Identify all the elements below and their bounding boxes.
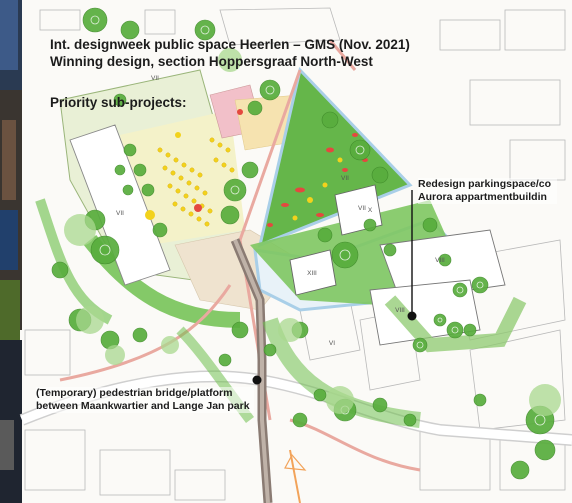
callout-parking-label: Redesign parkingspace/co Aurora appartme…	[418, 178, 558, 204]
plaza-furniture	[157, 137, 235, 227]
callout-bridge-marker	[252, 375, 262, 385]
building-label: VII	[341, 175, 349, 182]
building-xiii	[289, 249, 337, 296]
slide-title: Int. designweek public space Heerlen – G…	[50, 36, 410, 70]
building-label: VII	[358, 205, 366, 212]
callout-parking-line-1: Redesign parkingspace/co	[418, 178, 552, 190]
building-label: XIII	[307, 270, 317, 277]
callout-bridge-line-2: between Maankwartier and Lange Jan park	[36, 400, 250, 412]
callout-bridge-label: (Temporary) pedestrian bridge/platform b…	[36, 387, 254, 413]
background-photo-strip	[0, 0, 22, 503]
priority-subprojects-heading: Priority sub-projects:	[50, 95, 187, 110]
building-label: VI	[329, 340, 335, 347]
orange-route	[289, 449, 301, 503]
callout-parking-marker	[407, 311, 417, 321]
flower-beds	[194, 109, 368, 227]
slide-title-line-2: Winning design, section Hoppersgraaf Nor…	[50, 54, 373, 69]
building-label: VII	[116, 210, 124, 217]
building-label: X	[368, 207, 373, 214]
building-label: VII	[151, 75, 159, 82]
building-label: VIII	[435, 257, 445, 264]
building-number-labels: VII VII VII XIII VIII VIII VII VI X	[116, 75, 445, 347]
building-label: VIII	[395, 307, 405, 314]
callout-bridge-line-1: (Temporary) pedestrian bridge/platform	[36, 387, 233, 399]
slide-title-line-1: Int. designweek public space Heerlen – G…	[50, 37, 410, 52]
callout-parking-line-2: Aurora appartmentbuildin	[418, 191, 547, 203]
